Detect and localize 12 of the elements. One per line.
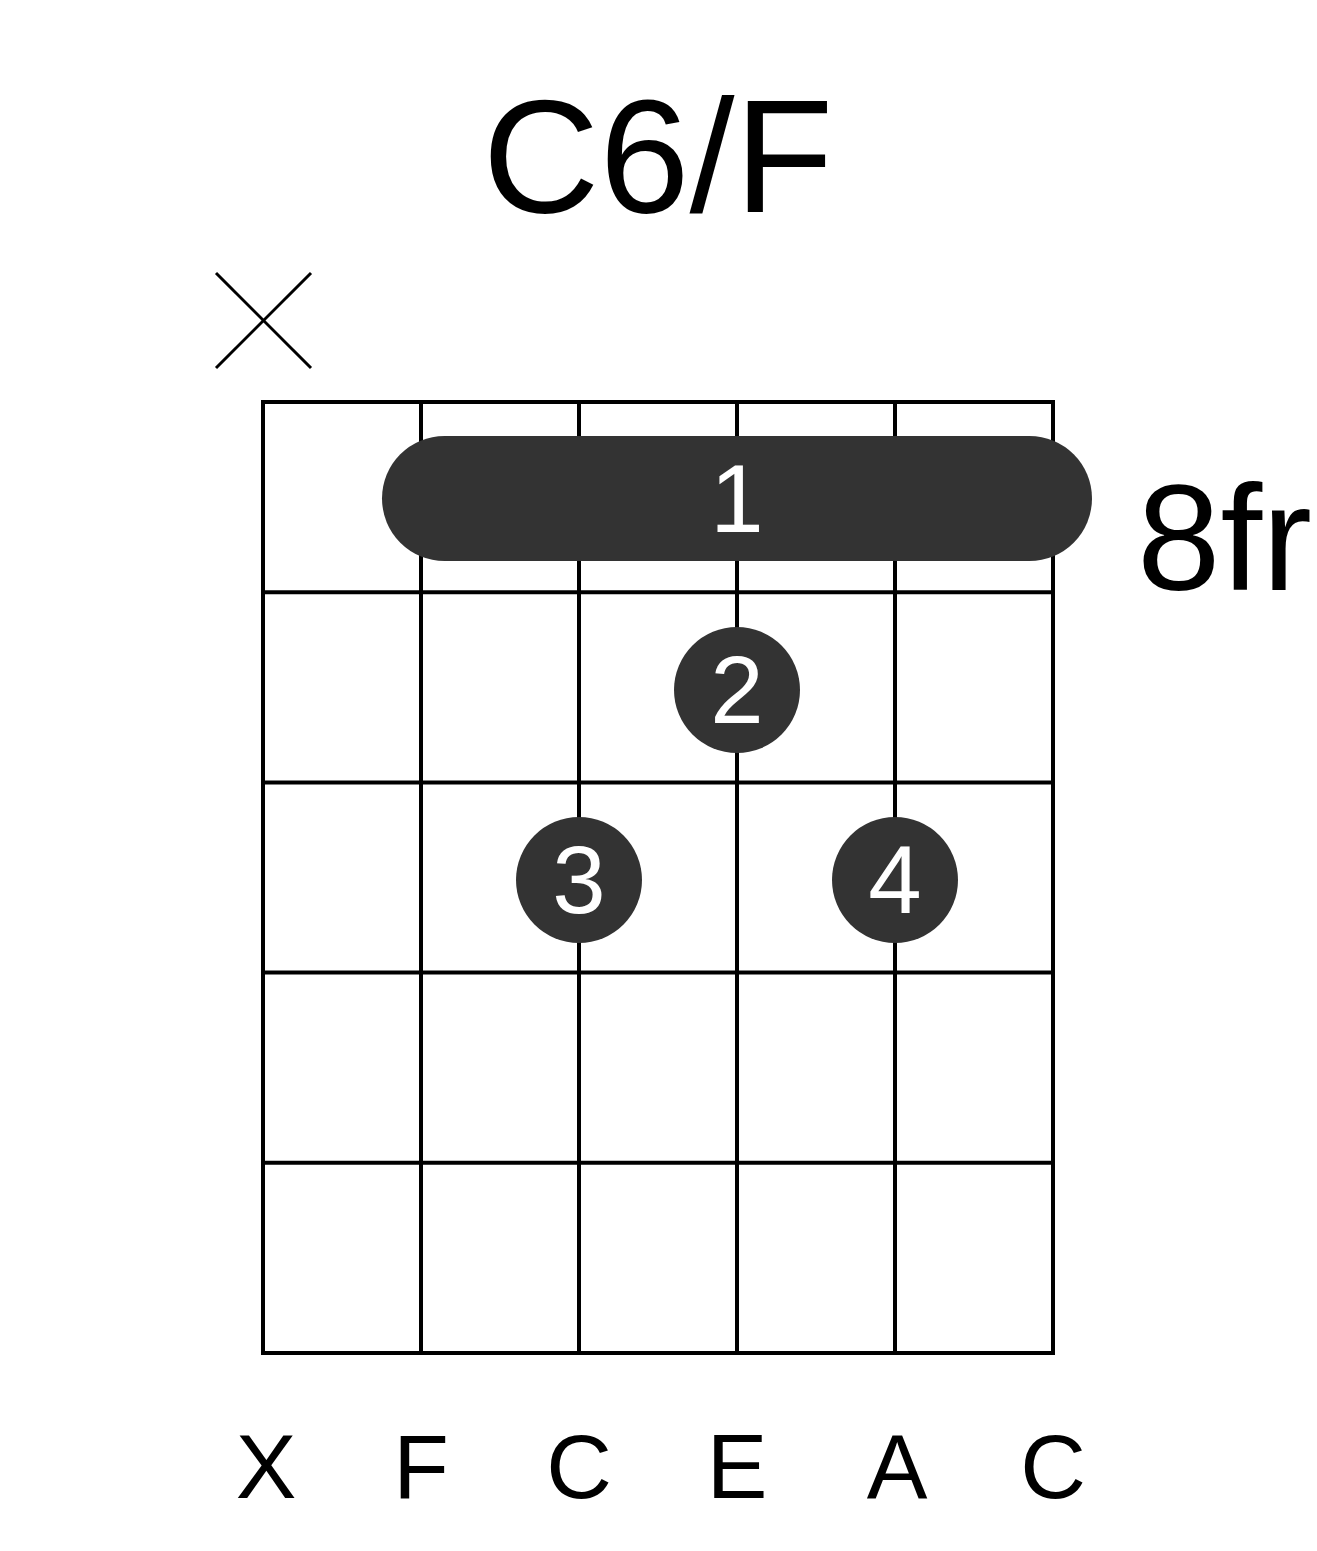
- chord-title: C6/F: [482, 74, 834, 237]
- finger-number: 1: [710, 450, 764, 547]
- string-note-label: F: [393, 1420, 449, 1512]
- finger-number: 4: [868, 832, 922, 928]
- string-note-label: X: [235, 1420, 297, 1512]
- finger-number: 3: [552, 832, 606, 928]
- string-note-label: A: [866, 1420, 928, 1512]
- finger-number: 2: [710, 642, 764, 738]
- string-note-label: E: [706, 1420, 768, 1512]
- fret-position-label: 8fr: [1137, 463, 1313, 613]
- string-note-label: C: [1020, 1420, 1086, 1512]
- string-note-label: C: [546, 1420, 612, 1512]
